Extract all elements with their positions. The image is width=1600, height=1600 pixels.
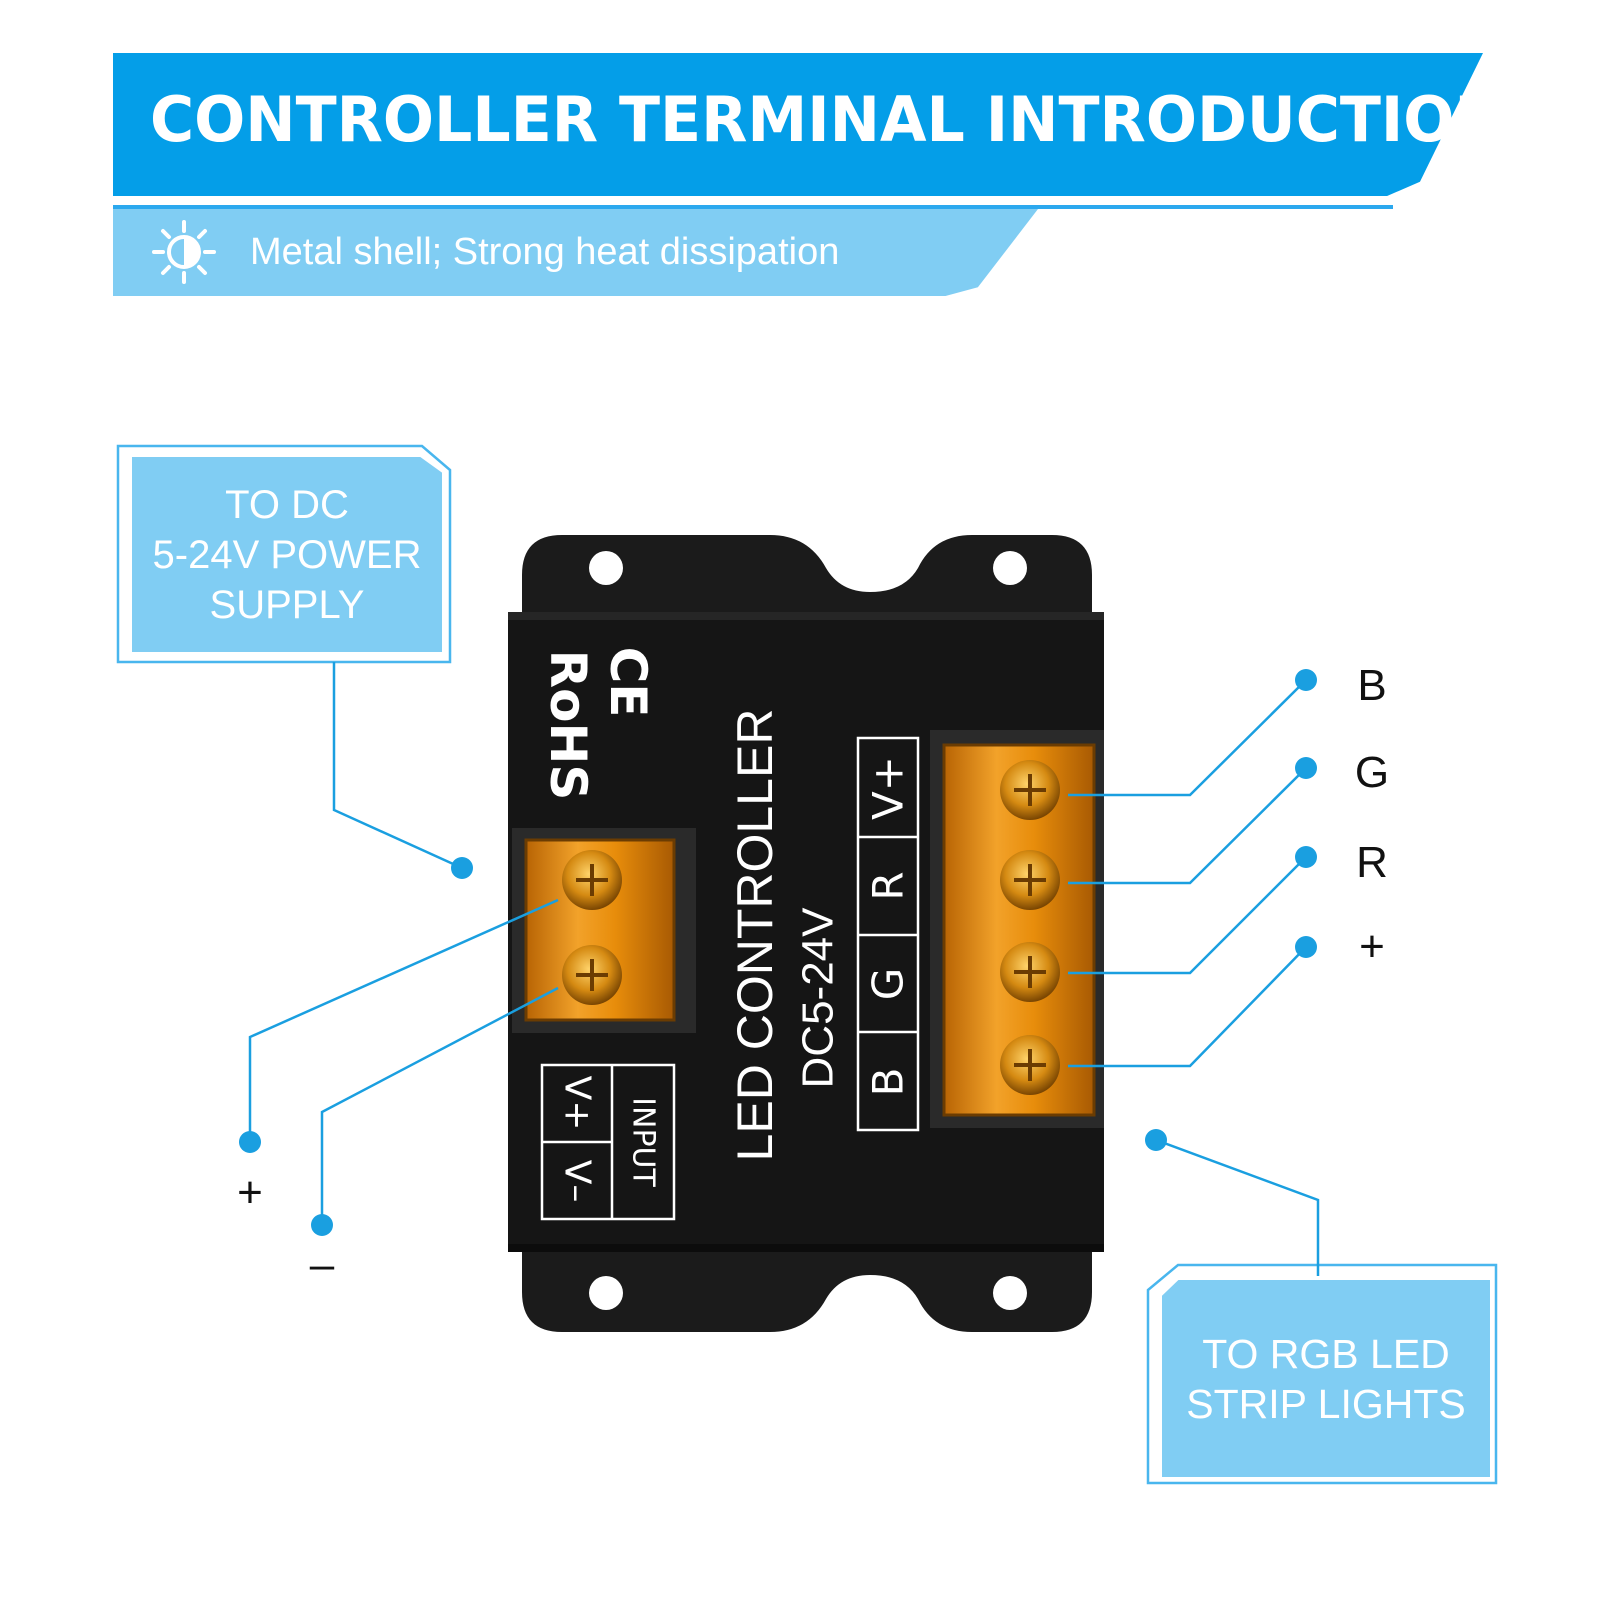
- input-terminal-vminus: V–: [557, 1160, 598, 1203]
- input-callout-dot: [451, 857, 473, 879]
- input-plus-label: +: [237, 1168, 263, 1217]
- input-callout-line-2: 5-24V POWER: [152, 532, 422, 577]
- mount-hole-bl: [589, 1276, 623, 1310]
- output-label-plus: +: [1359, 922, 1385, 971]
- output-callout: TO RGB LED STRIP LIGHTS: [1162, 1280, 1490, 1477]
- mounting-flange-top: [522, 535, 1092, 612]
- output-label-b: B: [1357, 661, 1387, 710]
- page-title: CONTROLLER TERMINAL INTRODUCTION: [150, 83, 1505, 156]
- input-terminal-frame: [540, 1063, 676, 1221]
- banner-underline: [113, 205, 1393, 209]
- title-banner: [113, 53, 1483, 196]
- output-plus-dot: [1295, 936, 1317, 958]
- cert-rohs: RoHS: [539, 650, 597, 801]
- input-plus-dot: [239, 1131, 261, 1153]
- input-caption: INPUT: [626, 1097, 661, 1187]
- output-b-dot: [1295, 669, 1317, 691]
- output-callout-line-2: STRIP LIGHTS: [1186, 1380, 1466, 1427]
- cert-ce: CE: [599, 647, 657, 718]
- mount-hole-tl: [589, 551, 623, 585]
- input-minus-label: –: [309, 1240, 335, 1289]
- output-terminal-g: G: [864, 968, 913, 1001]
- sun-icon: [152, 220, 216, 284]
- output-callout-line-1: TO RGB LED: [1202, 1330, 1450, 1377]
- output-r-dot: [1295, 846, 1317, 868]
- output-label-r: R: [1356, 838, 1388, 887]
- input-callout-line-1: TO DC: [225, 482, 349, 527]
- output-callout-dot: [1145, 1129, 1167, 1151]
- mounting-flange-bottom: [522, 1248, 1092, 1332]
- output-screws: [1000, 760, 1060, 1095]
- output-terminal-frame: [856, 736, 920, 1132]
- input-screws: [562, 850, 622, 1005]
- output-terminal-b: B: [864, 1068, 913, 1097]
- input-callout-line-3: SUPPLY: [209, 582, 365, 627]
- device-name: LED CONTROLLER: [727, 709, 783, 1162]
- input-terminal-vplus: V+: [557, 1076, 598, 1131]
- output-label-g: G: [1354, 748, 1390, 797]
- input-minus-dot: [311, 1214, 333, 1236]
- output-g-dot: [1295, 757, 1317, 779]
- device-voltage: DC5-24V: [794, 907, 843, 1089]
- output-terminal-r: R: [864, 871, 913, 900]
- input-callout: TO DC 5-24V POWER SUPPLY: [132, 457, 442, 652]
- subtitle-text: Metal shell; Strong heat dissipation: [250, 231, 840, 273]
- mount-hole-br: [993, 1276, 1027, 1310]
- subtitle-banner: [113, 209, 1038, 296]
- mount-hole-tr: [993, 551, 1027, 585]
- output-terminal-vplus: V+: [864, 756, 913, 820]
